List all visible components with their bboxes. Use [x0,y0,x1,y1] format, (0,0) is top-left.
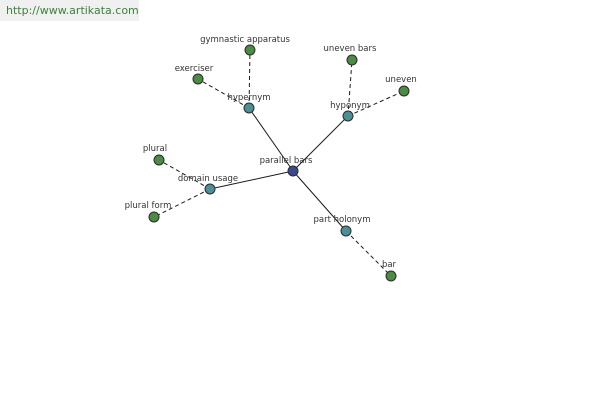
edge-part-holonym-bar [345,230,392,277]
node-label-bar[interactable]: bar [382,260,397,270]
node-bar[interactable] [385,270,397,282]
node-part-holonym[interactable] [340,225,352,237]
edge-hyponym-uneven [347,90,405,117]
node-label-plural[interactable]: plural [143,144,167,154]
node-parallel-bars[interactable] [287,165,299,177]
node-uneven-bars[interactable] [346,54,358,66]
node-label-plural-form[interactable]: plural form [125,201,172,211]
node-plural[interactable] [153,154,165,166]
node-label-gymnastic-apparatus[interactable]: gymnastic apparatus [200,35,290,45]
edge-domain-usage [209,170,294,190]
edge-hypernym-exerciser [197,78,250,109]
node-label-uneven-bars[interactable]: uneven bars [324,44,377,54]
graph-edges [153,49,405,277]
node-exerciser[interactable] [192,73,204,85]
edge-hyponym [292,115,349,172]
node-label-parallel-bars[interactable]: parallel bars [260,156,313,166]
graph-nodes [148,44,410,282]
node-hyponym[interactable] [342,110,354,122]
node-label-uneven[interactable]: uneven [385,75,417,85]
node-uneven[interactable] [398,85,410,97]
edge-hyponym-uneven-bars [347,59,353,117]
source-url-banner[interactable]: http://www.artikata.com [0,0,139,21]
edge-part-holonym [292,170,347,232]
node-label-part-holonym[interactable]: part holonym [314,215,371,225]
node-label-domain-usage[interactable]: domain usage [178,174,238,184]
node-label-hyponym[interactable]: hyponym [330,101,370,111]
node-hypernym[interactable] [243,102,255,114]
edge-hypernym-gymnastic-apparatus [248,49,251,109]
edge-domain-usage-plural-form [153,188,211,218]
edge-domain-usage-plural [158,159,211,190]
node-gymnastic-apparatus[interactable] [244,44,256,56]
graph-labels: parallel bars hypernym gymnastic apparatus… [125,35,417,270]
node-label-exerciser[interactable]: exerciser [175,64,214,74]
edge-hypernym [248,107,294,172]
node-domain-usage[interactable] [204,183,216,195]
node-plural-form[interactable] [148,211,160,223]
node-label-hypernym[interactable]: hypernym [227,93,270,103]
